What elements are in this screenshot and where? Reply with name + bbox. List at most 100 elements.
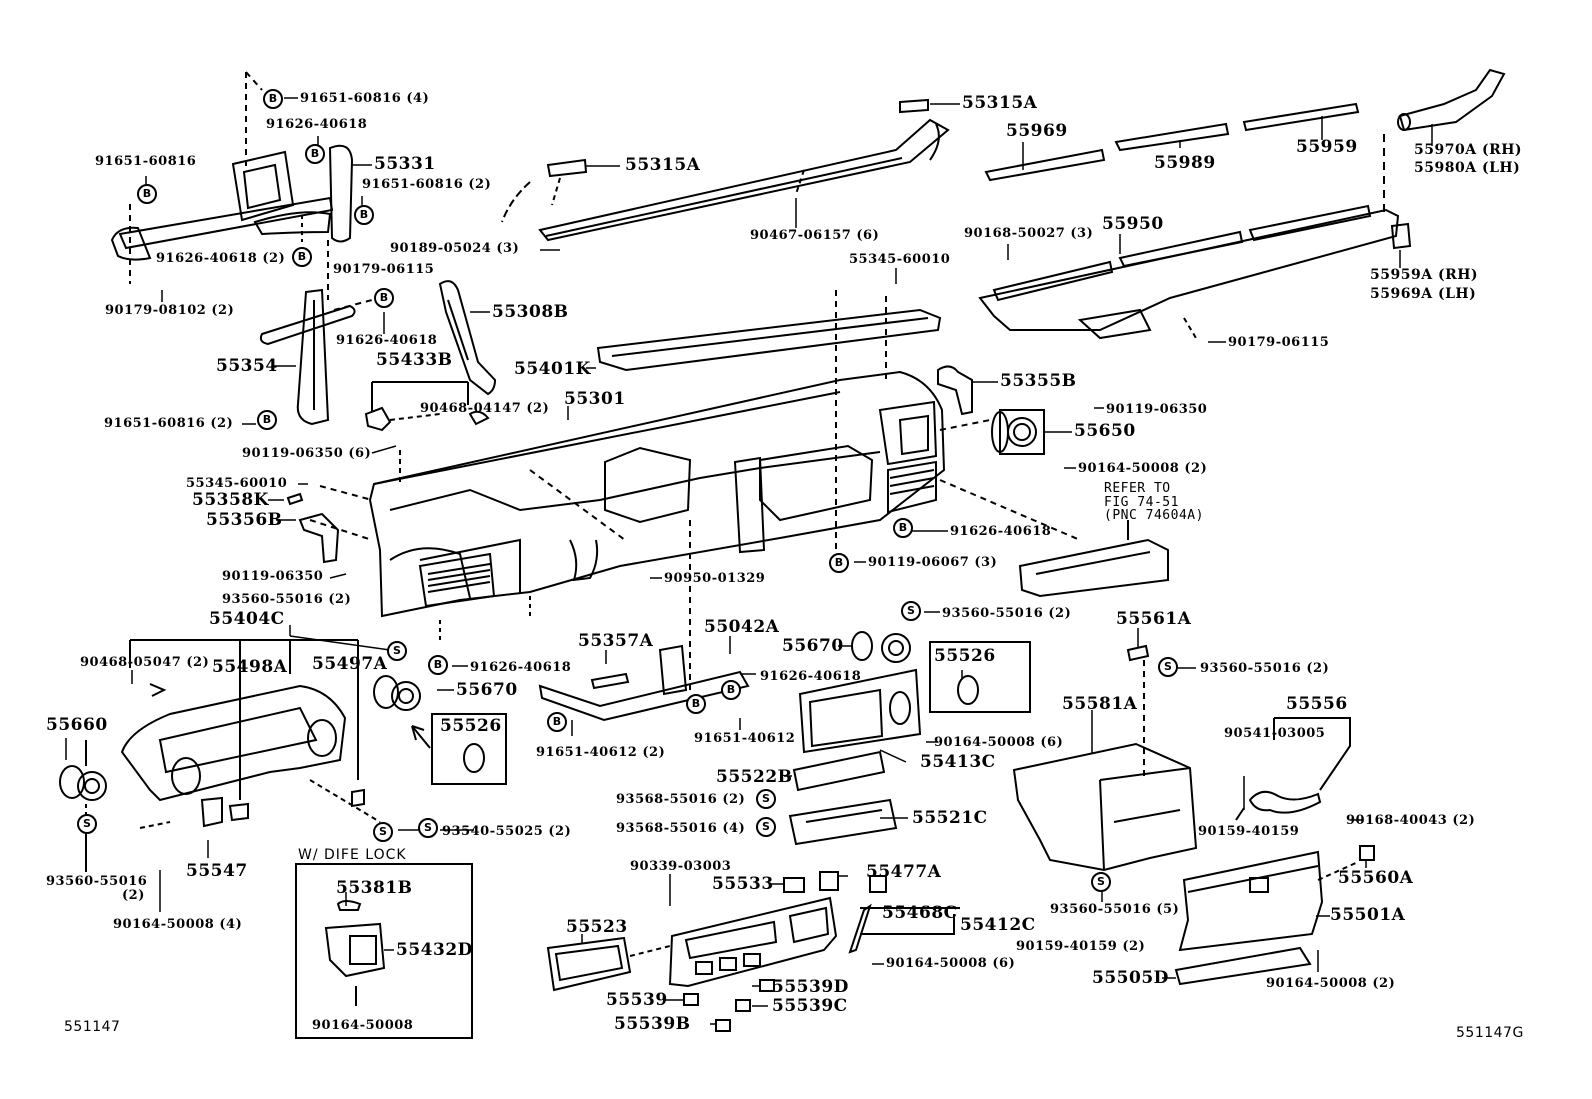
part-label: 91626-40618 xyxy=(266,117,368,132)
reference-note-line: REFER TO xyxy=(1104,481,1171,496)
screw-symbol: S xyxy=(373,822,393,842)
bolt-symbol: B xyxy=(686,694,706,714)
bolt-symbol: B xyxy=(893,518,913,538)
door-55501A xyxy=(1180,852,1322,950)
bolt-symbol: B xyxy=(428,655,448,675)
lock-55560A xyxy=(1318,846,1374,880)
part-label: 90119-06067 (3) xyxy=(868,555,998,570)
part-label: 90164-50008 xyxy=(312,1018,414,1033)
part-label: 55959A (RH) xyxy=(1370,267,1479,283)
part-label: 55413C xyxy=(920,752,996,772)
reference-note: REFER TO FIG 74-51 (PNC 74604A) xyxy=(1104,482,1204,523)
cluster-finish-panel-55404C xyxy=(122,640,380,828)
part-label: 93560-55016 (2) xyxy=(1200,661,1330,676)
part-label: 55357A xyxy=(578,631,654,651)
part-label: 55433B xyxy=(376,350,453,370)
bolt-symbol: B xyxy=(137,184,157,204)
screw-symbol: S xyxy=(418,818,438,838)
part-label: 55670 xyxy=(456,680,518,700)
part-label: 55670 xyxy=(782,636,844,656)
bolt-symbol: B xyxy=(263,89,283,109)
part-label: 90164-50008 (2) xyxy=(1078,461,1208,476)
part-label: 55042A xyxy=(704,617,780,637)
hinge-55505D xyxy=(1176,948,1310,984)
bracket-55308B xyxy=(440,281,495,394)
part-label: 55533 xyxy=(712,874,774,894)
part-label: 55501A xyxy=(1330,905,1406,925)
part-label: 55560A xyxy=(1338,868,1414,888)
part-label: 55505D xyxy=(1092,968,1169,988)
bezel-55413C xyxy=(800,670,920,752)
ring-55526-right xyxy=(958,676,978,704)
part-label: 90168-40043 (2) xyxy=(1346,813,1476,828)
screw-symbol: S xyxy=(1158,657,1178,677)
part-label: 93560-55016 (2) xyxy=(942,606,1072,621)
part-label: 55308B xyxy=(492,302,569,322)
vent-55650 xyxy=(992,410,1044,454)
part-label: 90467-06157 (6) xyxy=(750,228,880,243)
part-label: 93560-55016 xyxy=(46,874,148,889)
part-label: 91626-40618 xyxy=(470,660,572,675)
defroster-grilles xyxy=(986,104,1358,180)
tray-55521C xyxy=(790,800,896,844)
screw-symbol: S xyxy=(1091,872,1111,892)
part-label: 90179-08102 (2) xyxy=(105,303,235,318)
stay-55556 xyxy=(1236,718,1350,820)
part-label: 55969 xyxy=(1006,121,1068,141)
bezel-55522B xyxy=(794,752,884,790)
part-label: 55381B xyxy=(336,878,413,898)
part-label: 55345-60010 xyxy=(186,476,288,491)
bolt-symbol: B xyxy=(547,712,567,732)
inset-title: W/ DIFE LOCK xyxy=(298,847,407,863)
inset-box-dife-lock xyxy=(296,864,472,1038)
part-label: 90950-01329 xyxy=(664,571,766,586)
part-label: 93568-55016 (2) xyxy=(616,792,746,807)
part-label: 90541-03005 xyxy=(1224,726,1326,741)
part-label: 55526 xyxy=(934,646,996,666)
part-label: 55355B xyxy=(1000,371,1077,391)
part-label: 55412C xyxy=(960,915,1036,935)
part-label: 91626-40618 (2) xyxy=(156,251,286,266)
ring-55526-left xyxy=(464,744,484,772)
part-label: 91626-40618 xyxy=(336,333,438,348)
bolt-symbol: B xyxy=(354,205,374,225)
part-label: 55498A xyxy=(212,657,288,677)
part-label: 90164-50008 (4) xyxy=(113,917,243,932)
part-label: 91651-60816 (2) xyxy=(362,177,492,192)
figure-number-left: 551147 xyxy=(64,1019,121,1035)
part-label: 90159-40159 (2) xyxy=(1016,939,1146,954)
part-label: 91651-40612 (2) xyxy=(536,745,666,760)
clip-55433B xyxy=(366,382,488,430)
bolt-symbol: B xyxy=(721,680,741,700)
part-label: 55331 xyxy=(374,154,436,174)
part-label: 90179-06115 xyxy=(1228,335,1330,350)
part-label: 55660 xyxy=(46,715,108,735)
part-label: 90119-06350 xyxy=(222,569,324,584)
part-label: 55315A xyxy=(625,155,701,175)
part-label: 90164-50008 (2) xyxy=(1266,976,1396,991)
part-label: 55523 xyxy=(566,917,628,937)
part-label: 55561A xyxy=(1116,609,1192,629)
part-label: 55989 xyxy=(1154,153,1216,173)
pocket-55523 xyxy=(548,938,670,990)
part-label: 55581A xyxy=(1062,694,1138,714)
leader-lines xyxy=(66,98,1432,1024)
part-label: 90164-50008 (6) xyxy=(934,735,1064,750)
part-label: 55539 xyxy=(606,990,668,1010)
bezel-55412C xyxy=(670,876,960,986)
reference-note-line: (PNC 74604A) xyxy=(1104,508,1204,524)
part-label: 55959 xyxy=(1296,137,1358,157)
defroster-rail xyxy=(502,100,948,240)
bracket-55042A xyxy=(540,646,748,720)
part-label: 55556 xyxy=(1286,694,1348,714)
part-label: 55969A (LH) xyxy=(1370,286,1477,302)
part-label: 55345-60010 xyxy=(849,252,951,267)
inset-box-55526-right xyxy=(930,642,1030,712)
part-label: 91651-60816 (2) xyxy=(104,416,234,431)
gauge-55660 xyxy=(60,740,106,872)
part-label: 93568-55016 (4) xyxy=(616,821,746,836)
part-label: 55401K xyxy=(514,359,591,379)
gauge-55670-left xyxy=(374,676,430,748)
part-label: 55477A xyxy=(866,862,942,882)
reference-note-line: FIG 74-51 xyxy=(1104,494,1179,510)
